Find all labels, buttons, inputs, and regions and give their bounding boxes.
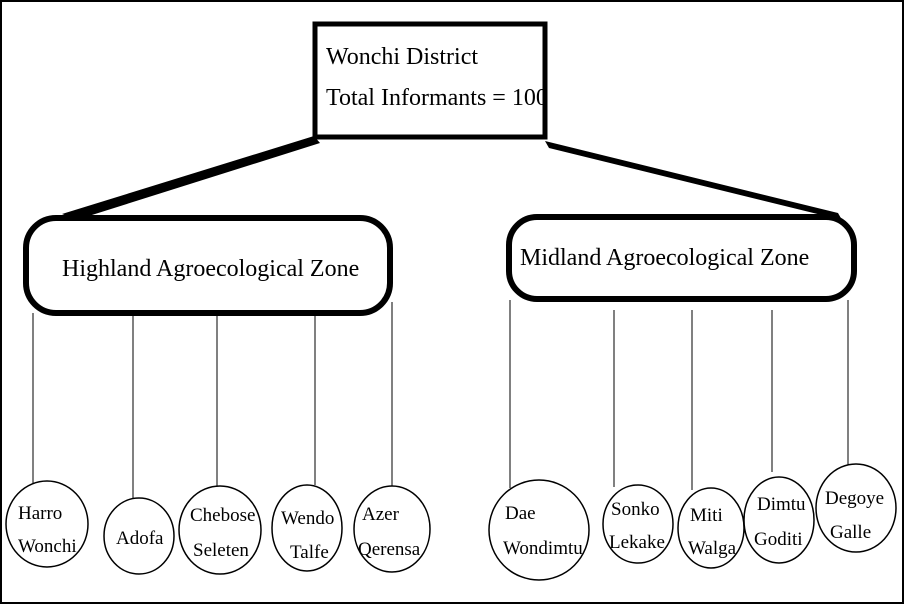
site-node-miti-walga: Miti Walga (677, 487, 745, 569)
site-circle (602, 484, 674, 564)
site-label-line2: Galle (830, 522, 871, 543)
site-circle (5, 480, 89, 568)
site-node-harro-wonchi: Harro Wonchi (5, 480, 89, 568)
site-label-line1: Wendo (281, 508, 334, 529)
midland-zone-box (506, 214, 857, 302)
site-circle (178, 485, 262, 575)
site-node-sonko-lekake: Sonko Lekake (602, 484, 674, 564)
site-label-line1: Adofa (116, 528, 164, 549)
site-label-line1: Harro (18, 503, 62, 524)
site-circle (103, 497, 175, 575)
site-circle (815, 463, 897, 553)
site-label-line1: Degoye (825, 488, 884, 509)
site-label-line2: Seleten (193, 540, 249, 561)
site-label-line1: Chebose (190, 505, 255, 526)
root-to-highland-connector (62, 136, 320, 220)
root-title: Wonchi District (326, 44, 478, 70)
site-label-line2: Wonchi (18, 536, 77, 557)
site-node-chebose-seleten: Chebose Seleten (178, 485, 262, 575)
site-label-line2: Goditi (754, 529, 803, 550)
site-label-line2: Wondimtu (503, 538, 583, 559)
highland-zone-box (23, 215, 393, 316)
site-label-line2: Qerensa (358, 539, 421, 560)
root-box (312, 21, 548, 140)
site-node-dae-wondimtu: Dae Wondimtu (488, 479, 590, 581)
highland-zone-label: Highland Agroecological Zone (62, 256, 359, 282)
midland-zone-label: Midland Agroecological Zone (520, 245, 809, 271)
site-node-azer-qerensa: Azer Qerensa (353, 485, 431, 573)
site-circle (488, 479, 590, 581)
site-circle (271, 484, 343, 572)
site-label-line2: Lekake (609, 532, 665, 553)
site-label-line1: Azer (362, 504, 400, 525)
root-to-midland-connector (545, 141, 842, 220)
site-circle (743, 476, 815, 564)
site-label-line2: Talfe (290, 542, 329, 563)
site-node-dimtu-goditi: Dimtu Goditi (743, 476, 815, 564)
root-subtitle: Total Informants = 100 (326, 85, 548, 111)
site-label-line1: Dimtu (757, 494, 806, 515)
site-circle (353, 485, 431, 573)
site-node-wendo-talfe: Wendo Talfe (271, 484, 343, 572)
site-label-line1: Dae (505, 503, 536, 524)
site-node-adofa: Adofa (103, 497, 175, 575)
site-label-line1: Miti (690, 505, 723, 526)
site-node-degoye-galle: Degoye Galle (815, 463, 897, 553)
site-label-line2: Walga (688, 538, 737, 559)
site-label-line1: Sonko (611, 499, 660, 520)
